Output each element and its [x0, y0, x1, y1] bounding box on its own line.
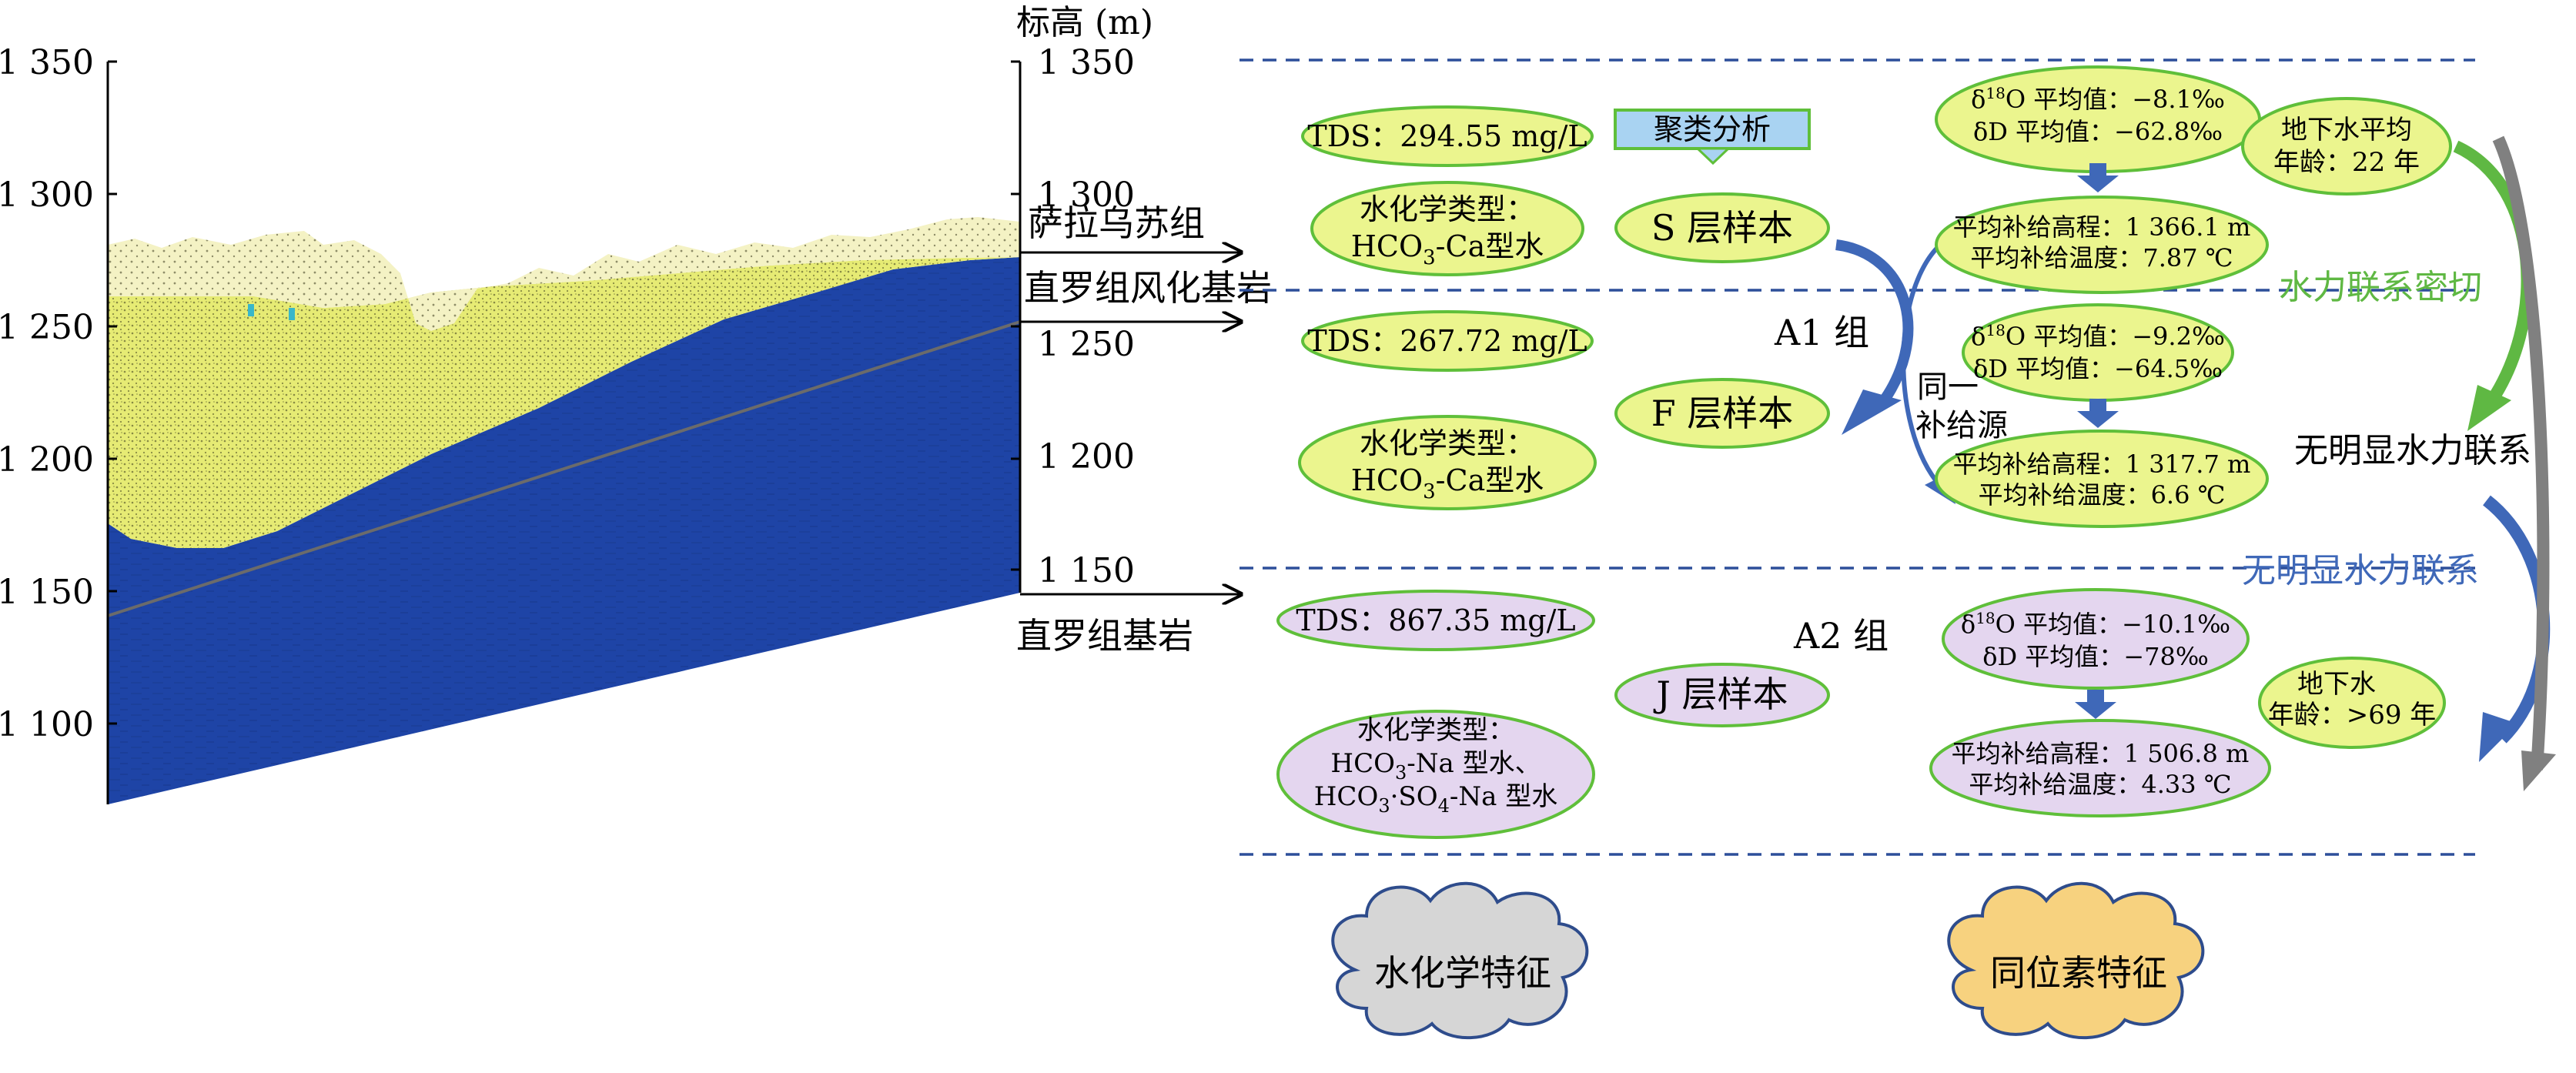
cloud-chem-label: 水化学特征 [1374, 952, 1551, 994]
f-isotope-ellipse [1962, 303, 2234, 402]
f-chemtype-ellipse [1298, 415, 1597, 510]
s-alt-text: 平均补给高程：1 366.1 m [1953, 212, 2251, 242]
j-tds-text: TDS：867.35 mg/L [1296, 603, 1575, 637]
layer-label-sala: 萨拉乌苏组 [1028, 202, 1205, 244]
f-sample-ellipse [1614, 378, 1830, 449]
separator-lines [1239, 58, 2475, 856]
cloud-iso: 同位素特征 [1947, 881, 2205, 1040]
f-temp-text: 平均补给温度：6.6 ℃ [1979, 480, 2226, 510]
f-chemtype-formula: HCO3-Ca型水 [1351, 463, 1544, 503]
left-axis-ticks [108, 60, 117, 725]
j-chemtype-ellipse [1276, 710, 1595, 839]
right-axis-ticks [1011, 60, 1020, 571]
s-down-arrow-icon [2077, 163, 2119, 192]
f-tds-text: TDS：267.72 mg/L [1307, 324, 1587, 358]
j-o18-text: δ18O 平均值：−10.1‰ [1961, 609, 2230, 639]
f-o18-text: δ18O 平均值：−9.2‰ [1971, 321, 2225, 351]
f-tds-ellipse [1301, 310, 1594, 372]
sala-texture [108, 217, 1020, 331]
f-recharge-ellipse [1935, 430, 2269, 528]
j-temp-text: 平均补给温度：4.33 ℃ [1969, 770, 2231, 799]
relation-none-center-label: 无明显水力联系 [2294, 431, 2531, 470]
s-sample-label: S 层样本 [1651, 207, 1793, 249]
bedrock-boundary-line [107, 320, 1021, 617]
j-sample-label: J 层样本 [1653, 674, 1788, 715]
weathered-texture [108, 257, 1020, 548]
f-alt-text: 平均补给高程：1 317.7 m [1953, 450, 2251, 479]
group-a2-label: A2 组 [1793, 615, 1889, 657]
j-chemtype-label: 水化学类型： [1357, 715, 1514, 746]
age-upper-line1: 地下水平均 [2281, 115, 2412, 145]
left-tick-1250: 1 250 [0, 308, 94, 347]
left-tick-1200: 1 200 [0, 440, 94, 480]
j-isotope-ellipse [1942, 588, 2250, 690]
cluster-arrow-icon [1694, 147, 1731, 165]
age-lower-line2: 年龄：>69 年 [2268, 700, 2437, 730]
j-tds-ellipse [1276, 590, 1595, 651]
well-marker-icon [289, 308, 295, 320]
s-chemtype-label: 水化学类型： [1360, 192, 1535, 226]
j-d-text: δD 平均值：−78‰ [1982, 642, 2209, 671]
s-sample-ellipse [1614, 192, 1830, 263]
f-chemtype-label: 水化学类型： [1360, 426, 1535, 460]
age-lower-line1: 地下水 [2297, 669, 2376, 700]
j-sample-ellipse [1614, 663, 1830, 727]
same-source-line2: 补给源 [1915, 408, 2008, 443]
f-down-arrow-icon [2077, 399, 2119, 428]
cluster-analysis: 聚类分析 [1614, 109, 1811, 165]
layer-label-bedrock: 直罗组基岩 [1016, 615, 1193, 657]
f-sample-label: F 层样本 [1651, 393, 1794, 434]
right-tick-1250: 1 250 [1038, 325, 1135, 364]
right-tick-1350: 1 350 [1038, 43, 1135, 82]
cloud-chem: 水化学特征 [1331, 881, 1589, 1040]
geologic-section: 1 350 1 300 1 250 1 200 1 150 1 100 标高 (… [0, 3, 1272, 804]
well-marker-icon [248, 304, 254, 316]
same-source-line1: 同一 [1917, 369, 1979, 405]
s-chemtype-ellipse [1310, 181, 1584, 276]
cloud-iso-label: 同位素特征 [1990, 952, 2167, 994]
f-d-text: δD 平均值：−64.5‰ [1973, 354, 2223, 383]
grey-relation-arrow [2492, 135, 2556, 791]
left-tick-1100: 1 100 [0, 705, 94, 744]
right-tick-1150: 1 150 [1038, 551, 1135, 590]
age-upper-ellipse [2241, 97, 2452, 196]
s-recharge-ellipse [1935, 196, 2269, 294]
left-tick-1300: 1 300 [0, 175, 94, 215]
j-chemtype-formula-2: HCO3·SO4-Na 型水 [1314, 781, 1557, 817]
cluster-label: 聚类分析 [1654, 112, 1771, 146]
relation-close-label: 水力联系密切 [2279, 268, 2482, 307]
s-tds-text: TDS：294.55 mg/L [1307, 119, 1587, 153]
s-o18-text: δ18O 平均值：−8.1‰ [1971, 84, 2225, 114]
s-temp-text: 平均补给温度：7.87 ℃ [1970, 243, 2233, 272]
j-chemtype-formula-1: HCO3-Na 型水、 [1330, 748, 1541, 784]
s-tds-ellipse [1301, 105, 1594, 167]
s-chemtype-formula: HCO3-Ca型水 [1351, 229, 1544, 269]
j-alt-text: 平均补给高程：1 506.8 m [1952, 739, 2250, 768]
j-recharge-ellipse [1929, 719, 2271, 817]
relation-none-lower-label: 无明显水力联系 [2242, 551, 2479, 590]
age-lower-ellipse [2258, 657, 2446, 749]
layer-label-weathered: 直罗组风化基岩 [1024, 267, 1272, 309]
left-tick-1350: 1 350 [0, 43, 94, 82]
group-a1-label: A1 组 [1774, 312, 1869, 353]
right-tick-1300: 1 300 [1038, 175, 1135, 215]
right-tick-1200: 1 200 [1038, 437, 1135, 476]
s-to-f-arrow [1835, 239, 1914, 435]
left-tick-1150: 1 150 [0, 573, 94, 612]
age-upper-line2: 年龄：22 年 [2273, 147, 2420, 178]
s-d-text: δD 平均值：−62.8‰ [1973, 117, 2223, 146]
axis-title: 标高 (m) [1016, 3, 1153, 42]
j-down-arrow-icon [2075, 690, 2116, 719]
